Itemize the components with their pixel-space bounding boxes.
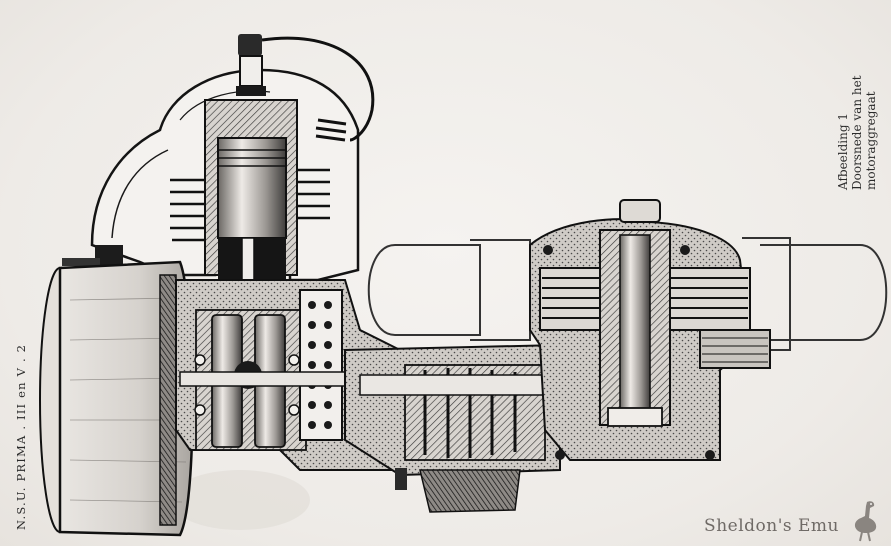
figure-caption-line-1: Afbeelding 1 xyxy=(836,113,850,190)
figure-caption-line-3: motoraggregaat xyxy=(864,91,878,190)
spark-plug xyxy=(236,34,375,142)
figure-caption-line-2: Doorsnede van het xyxy=(850,75,864,190)
cylinder xyxy=(170,99,330,369)
emu-bird-icon xyxy=(854,501,877,542)
watermark-text: Sheldon's Emu xyxy=(704,516,839,536)
side-caption: N.S.U. PRIMA . III en V . 2 xyxy=(14,343,28,530)
gearbox xyxy=(344,343,561,513)
flywheel-drum xyxy=(39,260,194,537)
figure-caption: Afbeelding 1 Doorsnede van het motoraggr… xyxy=(836,75,878,190)
rear-hub xyxy=(367,199,888,461)
